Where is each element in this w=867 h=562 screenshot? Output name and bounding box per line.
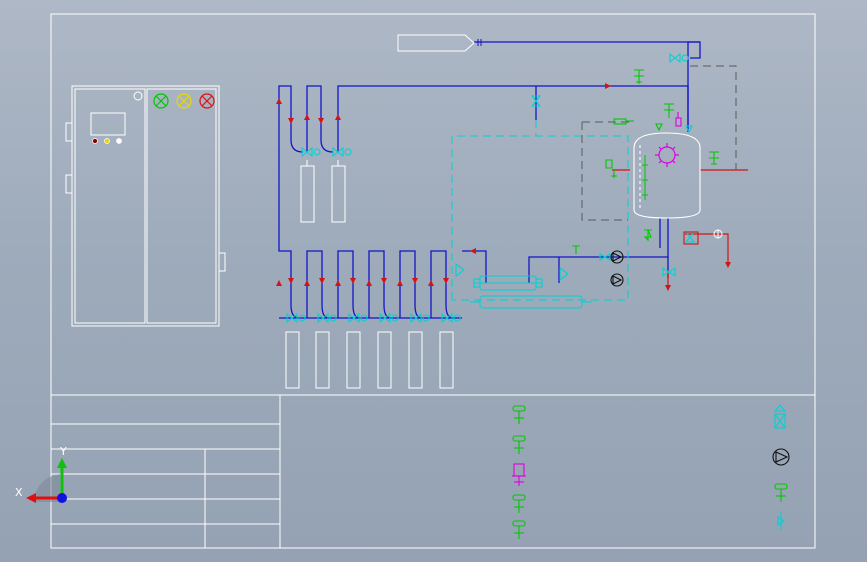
cabinet-buttons	[92, 138, 122, 144]
x-axis-label: X	[15, 486, 23, 499]
green-valve-symbol	[512, 435, 526, 454]
cabinet-display	[90, 112, 126, 136]
cyan-check-valve-symbol	[777, 511, 785, 530]
green-valve-symbol	[512, 520, 526, 539]
outlet-tag	[397, 34, 482, 52]
red-indicator	[199, 93, 215, 109]
yellow-indicator	[176, 93, 192, 109]
storage-tank	[633, 132, 701, 219]
tank-instruments	[613, 112, 693, 134]
title-block	[51, 423, 280, 548]
tank-level-gauge	[642, 155, 648, 200]
drawing-frame	[50, 13, 816, 549]
upper-filter-cartridges	[300, 160, 346, 223]
y-axis-label: Y	[59, 445, 67, 458]
green-valve-symbol	[774, 483, 788, 502]
green-valve-symbol	[512, 494, 526, 513]
main-pipework	[278, 41, 701, 319]
cyan-filter-symbol	[773, 404, 787, 429]
circulation-pump-icon	[610, 250, 624, 264]
red-valve-bypass	[683, 231, 699, 245]
small-gauge	[713, 229, 723, 239]
flow-arrows	[276, 83, 731, 291]
ro-membrane	[470, 295, 592, 309]
cabinet-lock-icon	[133, 91, 143, 101]
green-valve-symbol	[512, 405, 526, 424]
lower-filter-cartridges	[285, 331, 454, 389]
green-indicator	[153, 93, 169, 109]
axis-triad-icon: Y X	[15, 445, 67, 503]
heating-element-icon	[655, 143, 679, 167]
legend-right	[772, 404, 790, 530]
manifold-valves	[286, 146, 461, 324]
dashed-cyan-loop	[451, 120, 629, 301]
control-cabinet	[65, 85, 226, 327]
plate-heat-exchanger	[473, 275, 543, 291]
magenta-valve-symbol	[512, 463, 526, 486]
hot-water-lines	[612, 169, 748, 290]
dashed-gray-control	[581, 65, 737, 221]
legend-left	[512, 405, 526, 539]
green-valves	[572, 69, 719, 254]
booster-pump-icon	[610, 273, 624, 287]
pump-symbol	[772, 448, 790, 466]
